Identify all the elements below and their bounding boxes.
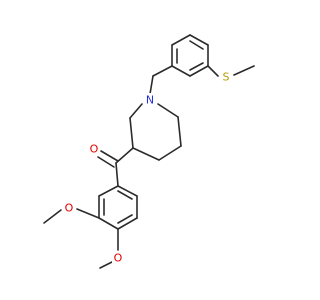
bond-carbonyl-aryl: [115, 162, 119, 187]
bond-layer: [43, 34, 255, 269]
bond-pip-c4-c5: [158, 145, 182, 161]
sulfur-atom: S: [220, 70, 232, 84]
bond-o4-methyl: [99, 261, 113, 269]
nitrogen-atom: N: [144, 93, 156, 107]
bond-top-ring-5: [171, 65, 191, 77]
bond-carbonyl-o-2: [97, 156, 115, 168]
bond-bottom-ring-inner-3: [117, 190, 133, 200]
methoxy-oxygen-atom-3: O: [63, 201, 75, 215]
bond-bottom-ring-4: [117, 217, 138, 230]
bond-o3-methyl: [43, 209, 62, 224]
methoxy-oxygen-atom-4: O: [112, 251, 124, 265]
bond-s-methyl: [233, 65, 255, 76]
bond-pip-c3-c4: [132, 147, 160, 161]
bond-pip-c6-n: [157, 103, 179, 118]
bond-carbonyl-o-1: [100, 150, 119, 162]
atom-label-o-meo4: O: [114, 252, 123, 265]
bond-s-aryl: [207, 65, 219, 77]
bond-bottom-ring-6: [117, 185, 138, 197]
atom-label-o-meo3: O: [65, 202, 74, 215]
bond-c3-carbonyl: [115, 147, 134, 164]
ketone-oxygen-atom: O: [88, 142, 100, 156]
molecule-structure-diagram: N S O O O: [43, 34, 255, 269]
bond-bottom-ring-1: [98, 185, 119, 197]
bond-top-ring-3: [171, 34, 191, 46]
bond-top-ring-2: [189, 34, 209, 46]
atom-label-s1: S: [223, 71, 230, 84]
bond-aryl-ch2: [152, 65, 173, 77]
bond-pip-c2-c3: [129, 117, 134, 149]
bond-top-ring-6: [189, 65, 209, 77]
atom-label-n1: N: [146, 94, 154, 107]
bond-pip-n-c2: [129, 103, 143, 119]
bond-bottom-ring-inner-2: [117, 214, 133, 224]
bond-bottom-ring-3: [98, 217, 119, 230]
bond-aryl-o3: [76, 208, 100, 219]
bond-ch2-n: [149, 75, 154, 95]
atom-label-layer: N S O O O: [63, 70, 232, 265]
atom-label-o-ketone: O: [90, 143, 99, 156]
bond-pip-c5-c6: [177, 116, 182, 147]
bond-top-ring-inner-3: [189, 62, 204, 71]
bond-top-ring-inner-1: [189, 40, 204, 50]
